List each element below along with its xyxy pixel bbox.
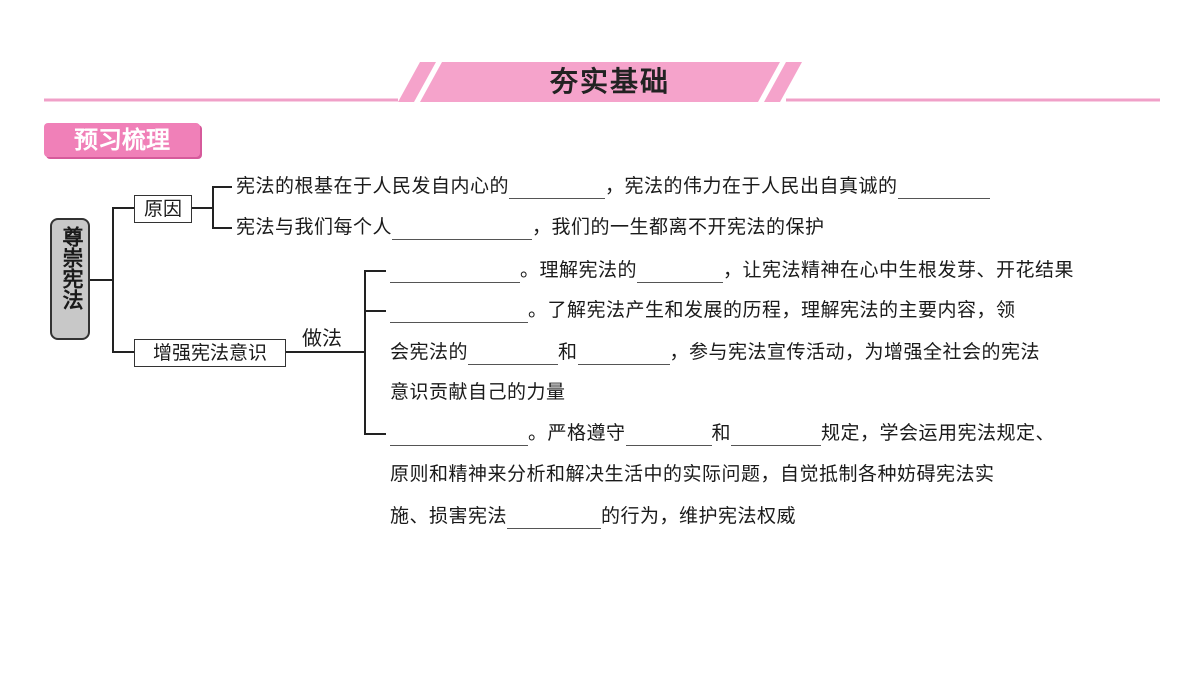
method-item2-text-d: 意识贡献自己的力量 xyxy=(390,381,566,403)
method-item3-line2: 原则和精神来分析和解决生活中的实际问题，自觉抵制各种妨碍宪法实 xyxy=(390,461,995,487)
method-item3-line1: 。严格遵守 和 规定，学会运用宪法规定、 xyxy=(390,420,1055,446)
blank-field[interactable] xyxy=(392,219,533,240)
branch-awareness: 增强宪法意识 xyxy=(134,339,286,367)
reason-connector xyxy=(192,207,212,209)
method-item3-text-e: 原则和精神来分析和解决生活中的实际问题，自觉抵制各种妨碍宪法实 xyxy=(390,463,995,485)
method-item2-text-b: 。了解宪法产生和发展的历程，理解宪法的主要内容，领 xyxy=(528,299,1016,321)
branch-reason: 原因 xyxy=(134,195,192,223)
section-tag: 预习梳理 xyxy=(44,123,200,157)
reason-line1-tick xyxy=(212,186,232,188)
reason-line1-text-a: 宪法的根基在于人民发自内心的 xyxy=(236,175,510,197)
blank-field[interactable] xyxy=(731,425,822,446)
method-item3-text-d: 规定，学会运用宪法规定、 xyxy=(821,422,1056,444)
trunk-line xyxy=(112,207,114,352)
blank-field[interactable] xyxy=(625,425,712,446)
method-item2-line1: 。了解宪法产生和发展的历程，理解宪法的主要内容，领 xyxy=(390,297,1016,323)
blank-field[interactable] xyxy=(637,262,724,283)
reason-line2-text-a: 宪法与我们每个人 xyxy=(236,216,393,238)
blank-field[interactable] xyxy=(390,262,520,283)
reason-line2-tick xyxy=(212,227,232,229)
method-item3-text-f-b: 的行为，维护宪法权威 xyxy=(601,505,797,527)
method-item2-text-c-c: ，参与宪法宣传活动，为增强全社会的宪法 xyxy=(669,341,1041,363)
method-item3-text-c: 和 xyxy=(711,422,732,444)
blank-field[interactable] xyxy=(577,344,670,365)
method-item2-text-c-b: 和 xyxy=(558,341,578,363)
method-item2-tick xyxy=(364,310,386,312)
root-label: 尊崇宪法 xyxy=(60,226,84,310)
method-item3-text-b: 。严格遵守 xyxy=(528,422,626,444)
method-connector xyxy=(286,351,366,353)
method-item1-tick xyxy=(364,270,386,272)
blank-field[interactable] xyxy=(468,344,559,365)
method-label: 做法 xyxy=(302,326,342,350)
reason-line2-text-b: ，我们的一生都离不开宪法的保护 xyxy=(532,216,825,238)
method-item3-line3: 施、损害宪法 的行为，维护宪法权威 xyxy=(390,503,796,529)
method-item2-line3: 意识贡献自己的力量 xyxy=(390,379,566,405)
method-fork xyxy=(364,270,366,435)
branch2-connector xyxy=(112,351,134,353)
method-item1-text-b: 。理解宪法的 xyxy=(520,259,638,281)
blank-field[interactable] xyxy=(390,425,528,446)
header-decoration xyxy=(44,62,1160,102)
reason-line1: 宪法的根基在于人民发自内心的 ，宪法的伟力在于人民出自真诚的 xyxy=(236,173,990,199)
reason-line1-text-b: ，宪法的伟力在于人民出自真诚的 xyxy=(605,175,898,197)
reason-line2: 宪法与我们每个人 ，我们的一生都离不开宪法的保护 xyxy=(236,214,825,240)
branch1-connector xyxy=(112,207,134,209)
root-connector xyxy=(90,279,112,281)
blank-field[interactable] xyxy=(390,302,528,323)
method-item1: 。理解宪法的 ，让宪法精神在心中生根发芽、开花结果 xyxy=(390,257,1074,283)
reason-fork xyxy=(212,186,214,228)
root-node xyxy=(50,218,90,340)
method-item3-text-f-a: 施、损害宪法 xyxy=(390,505,508,527)
blank-field[interactable] xyxy=(897,178,990,199)
method-item1-text-c: ，让宪法精神在心中生根发芽、开花结果 xyxy=(723,259,1075,281)
method-item2-line2: 会宪法的 和 ，参与宪法宣传活动，为增强全社会的宪法 xyxy=(390,339,1040,365)
method-item3-tick xyxy=(364,433,386,435)
blank-field[interactable] xyxy=(507,508,602,529)
method-item2-text-c-a: 会宪法的 xyxy=(390,341,469,363)
header-title: 夯实基础 xyxy=(549,65,670,98)
blank-field[interactable] xyxy=(509,178,606,199)
